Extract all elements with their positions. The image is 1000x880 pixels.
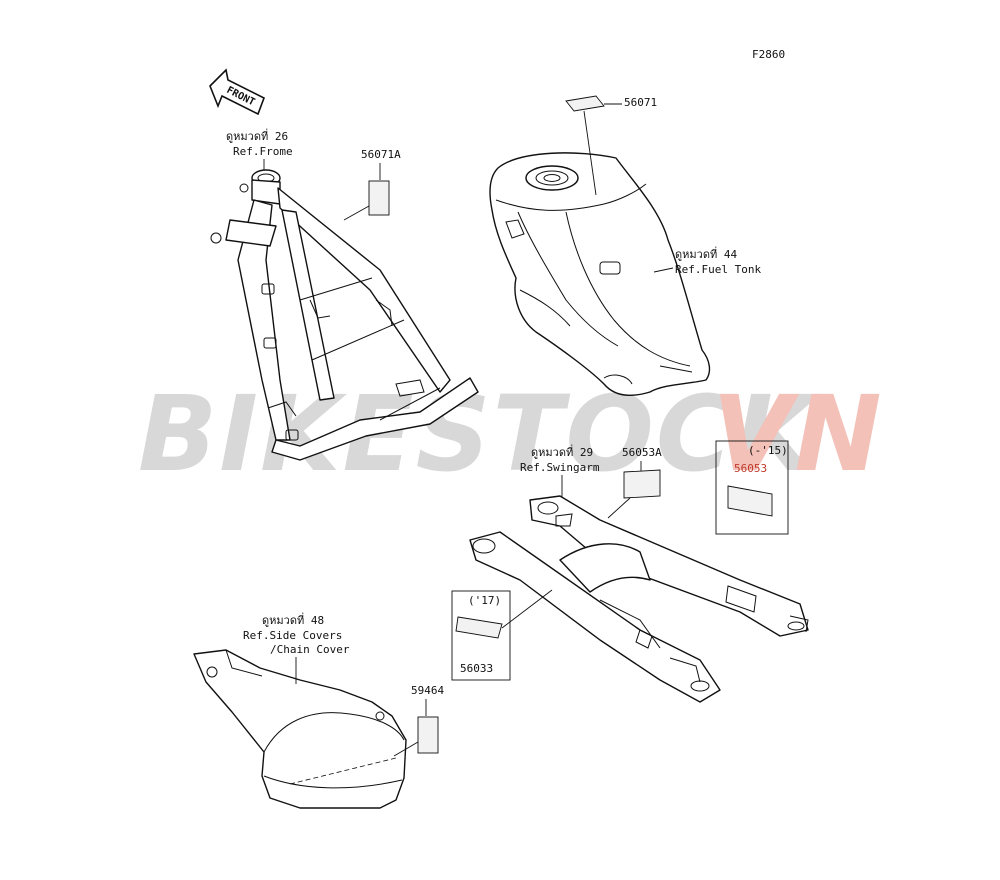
- sidecover-ref-en-1: Ref.Side Covers: [243, 629, 342, 642]
- side-cover-part: [193, 649, 407, 809]
- swingarm-part: [469, 495, 809, 703]
- decal-56053: [727, 485, 773, 517]
- swingarm-ref-thai: ดูหมวดที่ 29: [531, 444, 593, 459]
- part-56053A-label: 56053A: [622, 446, 662, 459]
- tank-leader: [653, 267, 674, 273]
- part-56071A-label: 56071A: [361, 148, 401, 161]
- frame-ref-en: Ref.Frome: [233, 145, 293, 158]
- part-56053-year: (-'15): [748, 444, 788, 457]
- decal-59464: [417, 716, 439, 754]
- tank-ref-thai: ดูหมวดที่ 44: [675, 246, 737, 261]
- part-56053-label: 56053: [734, 462, 767, 475]
- front-arrow-icon: FRONT: [209, 68, 266, 116]
- part-56053A-pointer: [607, 497, 631, 519]
- part-56033-pointer: [501, 589, 553, 629]
- part-59464-pointer: [393, 741, 419, 757]
- part-56071-label: 56071: [624, 96, 657, 109]
- frame-ref-thai: ดูหมวดที่ 26: [226, 128, 288, 143]
- watermark-main: BIKESTOCK: [138, 373, 822, 495]
- decal-56053A: [623, 469, 661, 499]
- variant-box-56053: [715, 440, 789, 535]
- sidecover-ref-thai: ดูหมวดที่ 48: [262, 612, 324, 627]
- watermark: BIKESTOCK VN: [138, 373, 884, 495]
- part-59464-label: 59464: [411, 684, 444, 697]
- part-56033-year: ('17): [468, 594, 501, 607]
- watermark-suffix: VN: [712, 373, 884, 495]
- decal-56071: [565, 95, 605, 112]
- part-56071-pointer: [583, 110, 597, 196]
- variant-box-56033: [451, 590, 511, 681]
- decal-56033: [455, 616, 503, 639]
- diagram-code: F2860: [752, 48, 785, 61]
- tank-ref-en: Ref.Fuel Tonk: [675, 263, 761, 276]
- fuel-tank-part: [489, 152, 711, 396]
- frame-part: [210, 169, 479, 461]
- sidecover-ref-en-2: /Chain Cover: [270, 643, 350, 656]
- part-56033-label: 56033: [460, 662, 493, 675]
- swingarm-ref-en: Ref.Swingarm: [520, 461, 600, 474]
- decal-56071A: [368, 180, 390, 216]
- part-56071A-pointer: [343, 205, 370, 221]
